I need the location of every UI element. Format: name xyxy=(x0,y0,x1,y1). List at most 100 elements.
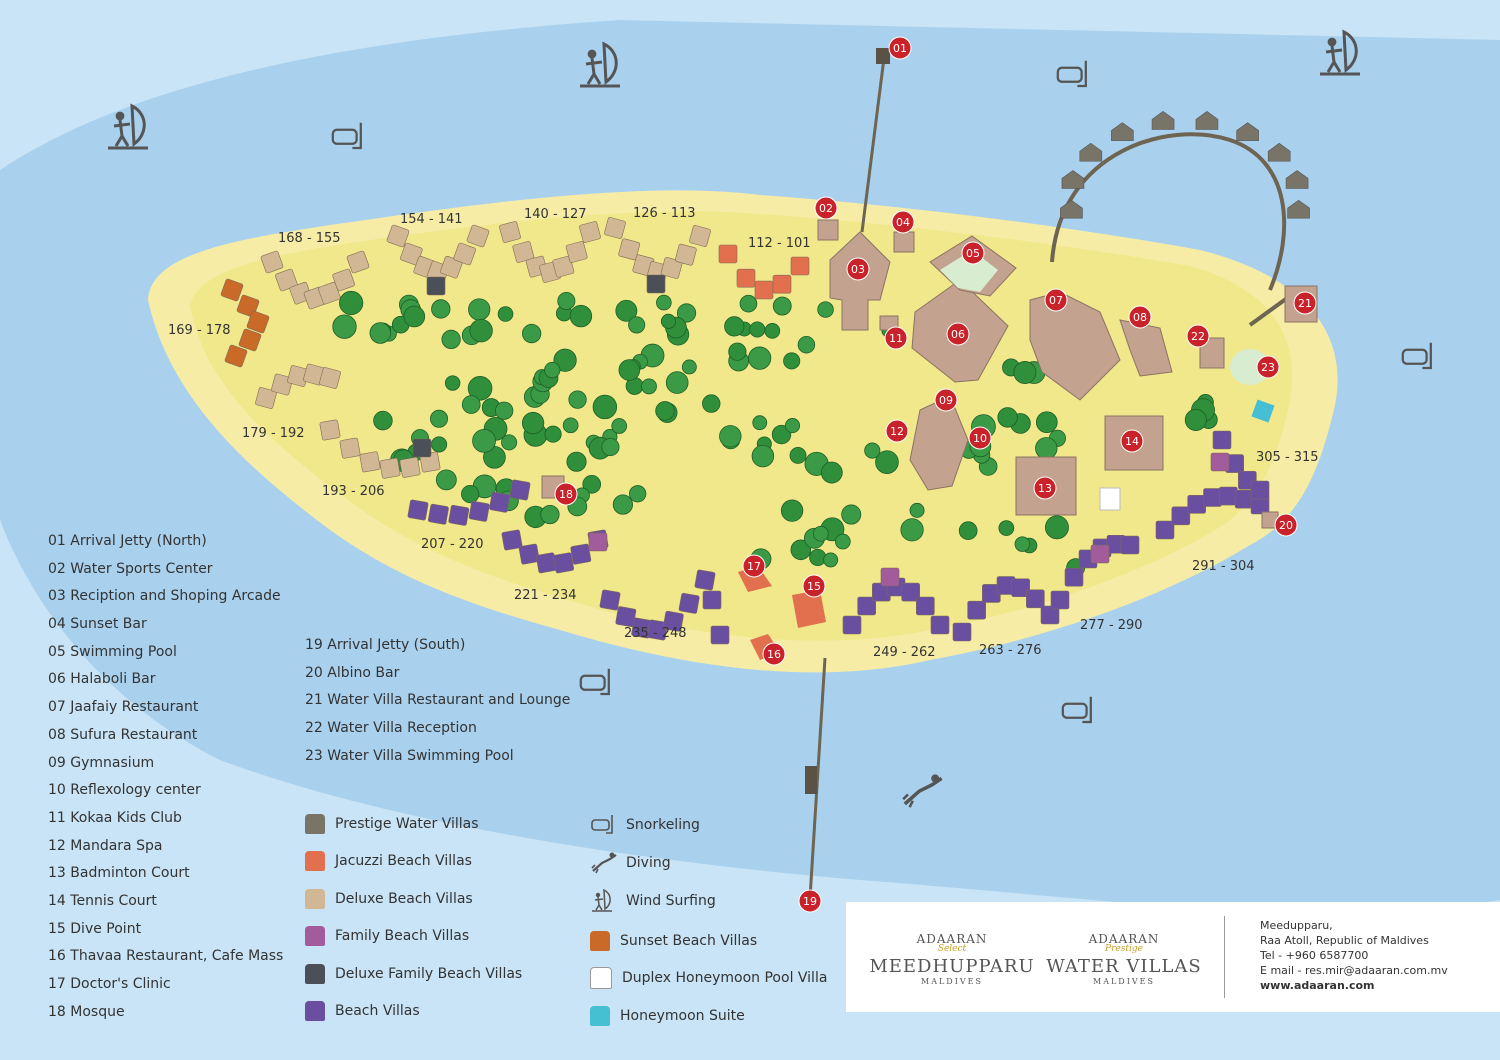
brand-panel: ADAARAN Select MEEDHUPPARU MALDIVES ADAA… xyxy=(846,902,1500,1012)
tree xyxy=(752,415,768,431)
legend-place-02: 02 Water Sports Center xyxy=(48,556,283,584)
villa xyxy=(952,622,972,642)
north-jetty xyxy=(860,57,886,233)
villa-range-label: 179 - 192 xyxy=(242,426,305,441)
villa xyxy=(662,610,684,632)
villa xyxy=(512,241,535,263)
legend-place-id: 05 xyxy=(48,643,66,660)
legend-place-09: 09 Gymnasium xyxy=(48,750,283,778)
villa xyxy=(674,243,697,266)
villa-range-label: 169 - 178 xyxy=(168,323,231,338)
sunset-bar xyxy=(893,231,915,253)
marker-17[interactable]: 17 xyxy=(742,554,766,578)
marker-11[interactable]: 11 xyxy=(884,326,908,350)
legend-place-id: 12 xyxy=(48,837,66,854)
contact-line1: Meedupparu, xyxy=(1260,919,1333,932)
marker-14[interactable]: 14 xyxy=(1120,429,1144,453)
legend-place-label: Arrival Jetty (North) xyxy=(70,533,207,549)
legend-place-23: 23 Water Villa Swimming Pool xyxy=(305,743,570,771)
marker-22[interactable]: 22 xyxy=(1186,324,1210,348)
marker-16[interactable]: 16 xyxy=(762,642,786,666)
villa xyxy=(1050,590,1070,610)
villa-range-label: 249 - 262 xyxy=(873,645,936,660)
marker-13[interactable]: 13 xyxy=(1033,476,1057,500)
marker-08[interactable]: 08 xyxy=(1128,305,1152,329)
contact-line3: Tel - +960 6587700 xyxy=(1260,949,1369,962)
villa-type-swatch xyxy=(305,851,325,872)
tree xyxy=(495,401,514,420)
marker-02[interactable]: 02 xyxy=(814,196,838,220)
marker-05[interactable]: 05 xyxy=(961,241,985,265)
villa-type-label: Duplex Honeymoon Pool Villa xyxy=(622,970,828,987)
tree xyxy=(665,371,689,394)
legend-place-06: 06 Halaboli Bar xyxy=(48,666,283,694)
duplex-pool-villa xyxy=(1099,487,1121,511)
tree xyxy=(568,390,587,409)
tree xyxy=(467,376,493,401)
tree xyxy=(820,461,843,484)
legend-place-15: 15 Dive Point xyxy=(48,916,283,944)
legend-place-20: 20 Albino Bar xyxy=(305,660,570,688)
marker-09[interactable]: 09 xyxy=(934,388,958,412)
villa xyxy=(570,543,592,565)
places-legend-col1: 01 Arrival Jetty (North) 02 Water Sports … xyxy=(48,528,283,1026)
marker-06[interactable]: 06 xyxy=(946,322,970,346)
tree xyxy=(403,305,426,328)
marker-03[interactable]: 03 xyxy=(846,257,870,281)
tree xyxy=(1013,361,1037,384)
villa xyxy=(255,387,277,409)
marker-12[interactable]: 12 xyxy=(885,419,909,443)
villa-type-label: Deluxe Family Beach Villas xyxy=(335,965,523,982)
tree xyxy=(656,294,672,311)
marker-04[interactable]: 04 xyxy=(891,210,915,234)
legend-place-14: 14 Tennis Court xyxy=(48,888,283,916)
marker-number: 23 xyxy=(1261,361,1275,374)
tree xyxy=(612,494,633,515)
marker-number: 01 xyxy=(893,42,907,55)
water-villa-roof xyxy=(1079,142,1103,162)
marker-circle xyxy=(1293,291,1317,315)
villa xyxy=(553,552,575,574)
tree xyxy=(764,323,781,339)
villa xyxy=(588,532,608,552)
marker-21[interactable]: 21 xyxy=(1293,291,1317,315)
marker-01[interactable]: 01 xyxy=(888,36,912,60)
activity-label: Wind Surfing xyxy=(626,893,716,909)
marker-15[interactable]: 15 xyxy=(802,574,826,598)
villa xyxy=(466,224,490,248)
marker-number: 13 xyxy=(1038,482,1052,495)
villa xyxy=(468,500,490,522)
marker-number: 17 xyxy=(747,560,761,573)
villa xyxy=(599,589,621,611)
marker-23[interactable]: 23 xyxy=(1256,355,1280,379)
villa-type-swatch xyxy=(305,813,325,834)
tree xyxy=(660,313,676,329)
tree xyxy=(875,450,899,474)
marker-circle xyxy=(802,574,826,598)
marker-07[interactable]: 07 xyxy=(1044,288,1068,312)
legend-place-id: 01 xyxy=(48,533,66,549)
legend-place-label: Arrival Jetty (South) xyxy=(327,637,466,653)
marker-number: 20 xyxy=(1279,519,1293,532)
water-villa-roof xyxy=(1061,170,1085,189)
tree xyxy=(544,425,562,443)
legend-place-10: 10 Reflexology center xyxy=(48,777,283,805)
legend-villa-type: Prestige Water Villas xyxy=(305,805,522,843)
marker-circle xyxy=(968,426,992,450)
website-link[interactable]: www.adaaran.com xyxy=(1260,979,1375,992)
villa xyxy=(260,250,284,274)
marker-19[interactable]: 19 xyxy=(798,889,822,913)
legend-villa-type: Jacuzzi Beach Villas xyxy=(305,843,522,881)
marker-number: 06 xyxy=(951,328,965,341)
legend-place-03: 03 Reciption and Shoping Arcade xyxy=(48,583,283,611)
marker-number: 10 xyxy=(973,432,987,445)
legend-villa-type: Family Beach Villas xyxy=(305,918,522,956)
marker-number: 14 xyxy=(1125,435,1139,448)
villa xyxy=(1011,578,1030,598)
marker-circle xyxy=(1274,513,1298,537)
marker-20[interactable]: 20 xyxy=(1274,513,1298,537)
villa-range-label: 277 - 290 xyxy=(1080,618,1143,633)
activity-label: Snorkeling xyxy=(626,817,700,833)
marker-10[interactable]: 10 xyxy=(968,426,992,450)
marker-18[interactable]: 18 xyxy=(554,482,578,506)
